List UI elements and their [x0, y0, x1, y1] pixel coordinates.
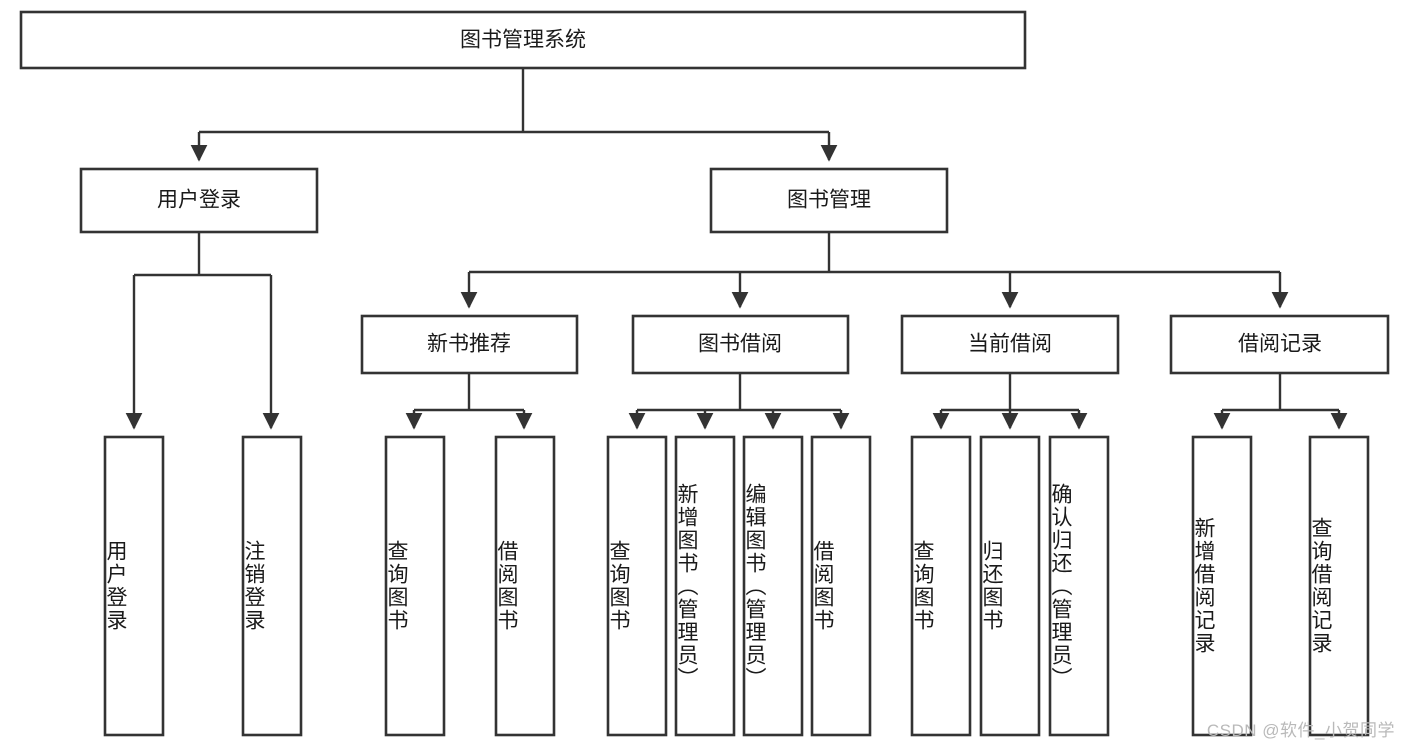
node-root-box — [19, 10, 1027, 70]
node-leaf-query-book-3[interactable]: 查询图书 — [910, 435, 972, 737]
node-leaf-borrow-book-2-label: 借阅图书 — [811, 540, 834, 632]
node-root[interactable]: 图书管理系统 — [19, 10, 1027, 70]
node-leaf-user-logout-box — [241, 435, 303, 737]
connector-group — [125, 68, 1348, 430]
node-leaf-query-book-2-box — [606, 435, 668, 737]
node-leaf-query-book-1-box — [384, 435, 446, 737]
node-leaf-confirm-return-label: 确认归还（管理员） — [1049, 482, 1072, 690]
node-leaf-query-book-1[interactable]: 查询图书 — [384, 435, 446, 737]
node-new-book-recommend-box — [360, 314, 579, 375]
node-leaf-borrow-book-1-label: 借阅图书 — [495, 540, 518, 632]
node-user-login-box — [79, 167, 319, 234]
node-leaf-query-record-box — [1308, 435, 1370, 737]
node-book-management[interactable]: 图书管理 — [709, 167, 949, 234]
node-borrow-record-label: 借阅记录 — [1238, 333, 1322, 356]
node-book-management-box — [709, 167, 949, 234]
node-current-borrow[interactable]: 当前借阅 — [900, 314, 1120, 375]
node-book-borrow-label: 图书借阅 — [698, 333, 782, 356]
node-leaf-borrow-book-1[interactable]: 借阅图书 — [494, 435, 556, 737]
node-leaf-query-record[interactable]: 查询借阅记录 — [1308, 435, 1370, 737]
node-new-book-recommend[interactable]: 新书推荐 — [360, 314, 579, 375]
node-leaf-add-record-box — [1191, 435, 1253, 737]
node-leaf-return-book-label: 归还图书 — [980, 540, 1003, 632]
node-leaf-return-book[interactable]: 归还图书 — [979, 435, 1041, 737]
node-user-login-label: 用户登录 — [157, 189, 241, 212]
node-user-login[interactable]: 用户登录 — [79, 167, 319, 234]
node-leaf-user-logout[interactable]: 注销登录 — [241, 435, 303, 737]
node-leaf-query-book-3-box — [910, 435, 972, 737]
node-leaf-add-book[interactable]: 新增图书（管理员） — [674, 435, 736, 737]
node-leaf-return-book-box — [979, 435, 1041, 737]
node-leaf-user-login[interactable]: 用户登录 — [103, 435, 165, 737]
node-book-borrow[interactable]: 图书借阅 — [631, 314, 850, 375]
node-current-borrow-label: 当前借阅 — [968, 333, 1052, 356]
node-leaf-confirm-return-box — [1048, 435, 1110, 737]
node-current-borrow-box — [900, 314, 1120, 375]
node-leaf-query-book-2-label: 查询图书 — [607, 540, 630, 632]
node-leaf-borrow-book-2[interactable]: 借阅图书 — [810, 435, 872, 737]
node-book-management-label: 图书管理 — [787, 189, 871, 212]
node-leaf-query-book-3-label: 查询图书 — [911, 540, 934, 632]
node-leaf-add-record-label: 新增借阅记录 — [1192, 517, 1215, 655]
node-leaf-edit-book[interactable]: 编辑图书（管理员） — [742, 435, 804, 737]
node-new-book-recommend-label: 新书推荐 — [427, 333, 511, 356]
node-leaf-query-book-2[interactable]: 查询图书 — [606, 435, 668, 737]
node-leaf-user-login-box — [103, 435, 165, 737]
node-leaf-add-book-label: 新增图书（管理员） — [675, 482, 698, 690]
node-borrow-record[interactable]: 借阅记录 — [1169, 314, 1390, 375]
node-leaf-add-book-box — [674, 435, 736, 737]
node-leaf-edit-book-label: 编辑图书（管理员） — [743, 482, 766, 690]
node-leaf-query-record-label: 查询借阅记录 — [1309, 517, 1332, 655]
node-leaf-query-book-1-label: 查询图书 — [385, 540, 408, 632]
node-leaf-borrow-book-1-box — [494, 435, 556, 737]
node-leaf-edit-book-box — [742, 435, 804, 737]
node-leaf-borrow-book-2-box — [810, 435, 872, 737]
node-root-label: 图书管理系统 — [460, 29, 586, 52]
node-leaf-add-record[interactable]: 新增借阅记录 — [1191, 435, 1253, 737]
node-leaf-user-login-label: 用户登录 — [104, 540, 127, 632]
node-book-borrow-box — [631, 314, 850, 375]
node-leaf-user-logout-label: 注销登录 — [242, 540, 265, 632]
node-borrow-record-box — [1169, 314, 1390, 375]
node-leaf-confirm-return[interactable]: 确认归还（管理员） — [1048, 435, 1110, 737]
